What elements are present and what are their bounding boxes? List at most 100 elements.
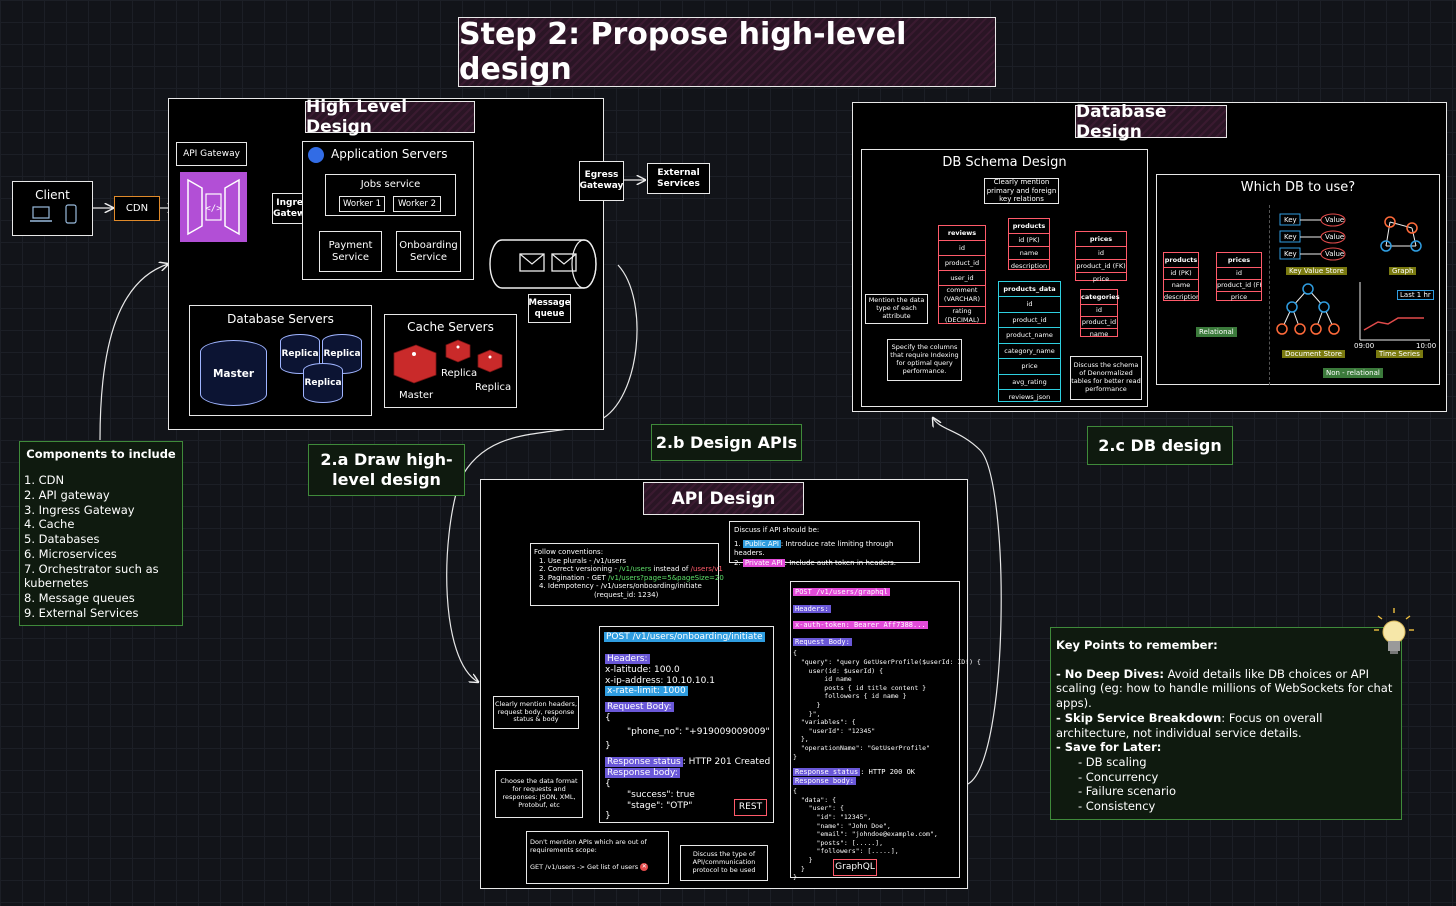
component-item: 7. Orchestrator such as	[24, 561, 159, 576]
rest-content: Headers: x-latitude: 100.0 x-ip-address:…	[605, 654, 770, 822]
products-col: description	[1009, 259, 1049, 272]
tag-design-apis: 2.b Design APIs	[651, 424, 802, 461]
conventions-note: Follow conventions: 1. Use plurals - /v1…	[530, 543, 724, 606]
note-indexing: Specify the columns that require Indexin…	[887, 339, 962, 381]
note-keys: Clearly mention primary and foreign key …	[984, 178, 1059, 204]
prices-col: id	[1076, 246, 1126, 259]
rest-resp-open: {	[605, 778, 611, 789]
nonrelational-label: Non - relational	[1323, 368, 1383, 378]
cache-master-label: Master	[399, 390, 434, 401]
products-data-table: products_data id product_id product_name…	[998, 281, 1061, 402]
client-label: Client	[35, 188, 70, 202]
rest-resp-stage: "stage": "OTP"	[627, 800, 693, 811]
rel-products-col: id (PK)	[1164, 267, 1198, 279]
message-queue-icon	[489, 239, 597, 289]
component-item: 6. Microservices	[24, 546, 117, 561]
dbd-title: Database Design	[1075, 102, 1227, 142]
gql-endpoint: POST /v1/users/graphql	[793, 588, 890, 596]
cache-replica-2-label: Replica	[475, 382, 512, 393]
kv-key-3: Key	[1284, 250, 1297, 258]
graphql-api-box	[790, 581, 960, 878]
reviews-col: rating (DECIMAL)	[939, 306, 985, 327]
component-item: kubernetes	[24, 576, 89, 591]
time-series-badge: Last 1 hr	[1397, 290, 1434, 300]
note-headers-body: Clearly mention headers, request body, r…	[493, 696, 579, 729]
note-scope-text: Don't mention APIs which are out of requ…	[530, 838, 647, 854]
reviews-col: product_id	[939, 255, 985, 270]
cache-replica-1-label: Replica	[441, 368, 478, 379]
products-data-table-name: products_data	[1003, 285, 1056, 293]
time-series-t0: 09:00	[1354, 342, 1375, 350]
key-points-title: Key Points to remember:	[1056, 638, 1218, 652]
rel-prices-name: prices	[1227, 256, 1251, 264]
rel-prices-col: product_id (FK)	[1217, 279, 1261, 289]
db-replica-1-label: Replica	[281, 349, 319, 359]
gql-response-label: Response body:	[793, 776, 857, 785]
db-schema-title: DB Schema Design	[942, 155, 1067, 170]
graphql-content: POST /v1/users/graphql Headers: x-auth-t…	[793, 588, 981, 882]
component-item: 8. Message queues	[24, 591, 135, 605]
gql-status-label: Response status	[793, 768, 861, 777]
svg-text:</>: </>	[205, 204, 222, 214]
which-db-title: Which DB to use?	[1240, 180, 1356, 195]
rest-response-label: Response body:	[605, 768, 680, 779]
page-title: Step 2: Propose high-level design	[458, 17, 996, 87]
external-services-box: External Services	[647, 163, 710, 194]
products-data-col: price	[999, 358, 1060, 374]
save-later-2: - Concurrency	[1078, 769, 1159, 784]
kv-value-3: Value	[1325, 250, 1345, 258]
key-point-1: - No Deep Dives: Avoid details like DB c…	[1056, 666, 1393, 711]
note-data-types: Mention the data type of each attribute	[865, 294, 928, 324]
rest-status-value: : HTTP 201 Created	[682, 757, 771, 768]
products-col: name	[1009, 246, 1049, 259]
kv-key-2: Key	[1284, 233, 1297, 241]
document-store-label: Document Store	[1282, 350, 1345, 358]
payment-service-box: Payment Service	[319, 231, 382, 272]
rest-body-phone: "phone_no": "+919009009009"	[627, 726, 770, 737]
reviews-col: id	[939, 240, 985, 255]
message-queue-label: Message queue	[528, 294, 571, 323]
rel-prices-col: id	[1217, 267, 1261, 279]
products-col: id (PK)	[1009, 233, 1049, 246]
graph-label: Graph	[1389, 267, 1417, 275]
gql-auth-header: x-auth-token: Bearer Aff7388...	[793, 621, 928, 630]
cross-icon: ✕	[640, 863, 649, 871]
key-point-3: - Save for Later:	[1056, 740, 1162, 755]
cdn-box: CDN	[114, 196, 160, 221]
convention-2: 2. Correct versioning - /v1/users instea…	[539, 565, 723, 573]
key-points-panel: Key Points to remember: - No Deep Dives:…	[1050, 627, 1402, 820]
document-store-icon	[1276, 283, 1340, 335]
rest-status-label: Response status	[605, 757, 683, 768]
rest-header-2: x-ip-address: 10.10.10.1	[605, 675, 715, 686]
convention-1: 1. Use plurals - /v1/users	[539, 556, 626, 565]
note-protocol: Discuss the type of API/communication pr…	[680, 845, 768, 881]
relational-label: Relational	[1196, 327, 1237, 337]
egress-gateway-box: Egress Gateway	[579, 161, 624, 201]
products-table-name: products	[1012, 222, 1046, 230]
public-api-line: 1. Public API: Introduce rate limiting t…	[734, 539, 894, 557]
products-data-col: product_name	[999, 327, 1060, 343]
component-item: 1. CDN	[24, 473, 65, 488]
products-data-col: id	[999, 296, 1060, 312]
relational-products-table: products id (PK) name description	[1163, 252, 1199, 301]
note-denormalized: Discuss the schema of Denormalized table…	[1070, 356, 1142, 400]
rest-header-1: x-latitude: 100.0	[605, 664, 680, 675]
gql-response-body: { "data": { "user": { "id": "12345", "na…	[793, 787, 938, 882]
gql-body-label: Request Body:	[793, 637, 852, 646]
tag-draw-hld: 2.a Draw high-level design	[308, 444, 465, 496]
conventions-head: Follow conventions:	[534, 548, 604, 556]
gql-status-value: : HTTP 200 OK	[860, 768, 916, 777]
component-item: 4. Cache	[24, 517, 75, 532]
convention-3: 3. Pagination - GET /v1/users?page=5&pag…	[539, 573, 724, 582]
gql-request-body: { "query": "query GetUserProfile($userId…	[793, 649, 981, 761]
kv-value-2: Value	[1325, 233, 1345, 241]
time-series-label: Time Series	[1376, 350, 1423, 358]
rest-body-open: {	[605, 712, 611, 723]
prices-table-name: prices	[1089, 235, 1113, 243]
hld-title: High Level Design	[305, 97, 475, 137]
redis-cache-icons	[393, 339, 503, 384]
categories-col: product_id	[1081, 316, 1117, 326]
tag-db-design: 2.c DB design	[1087, 426, 1233, 465]
time-series-t1: 10:00	[1416, 342, 1437, 350]
